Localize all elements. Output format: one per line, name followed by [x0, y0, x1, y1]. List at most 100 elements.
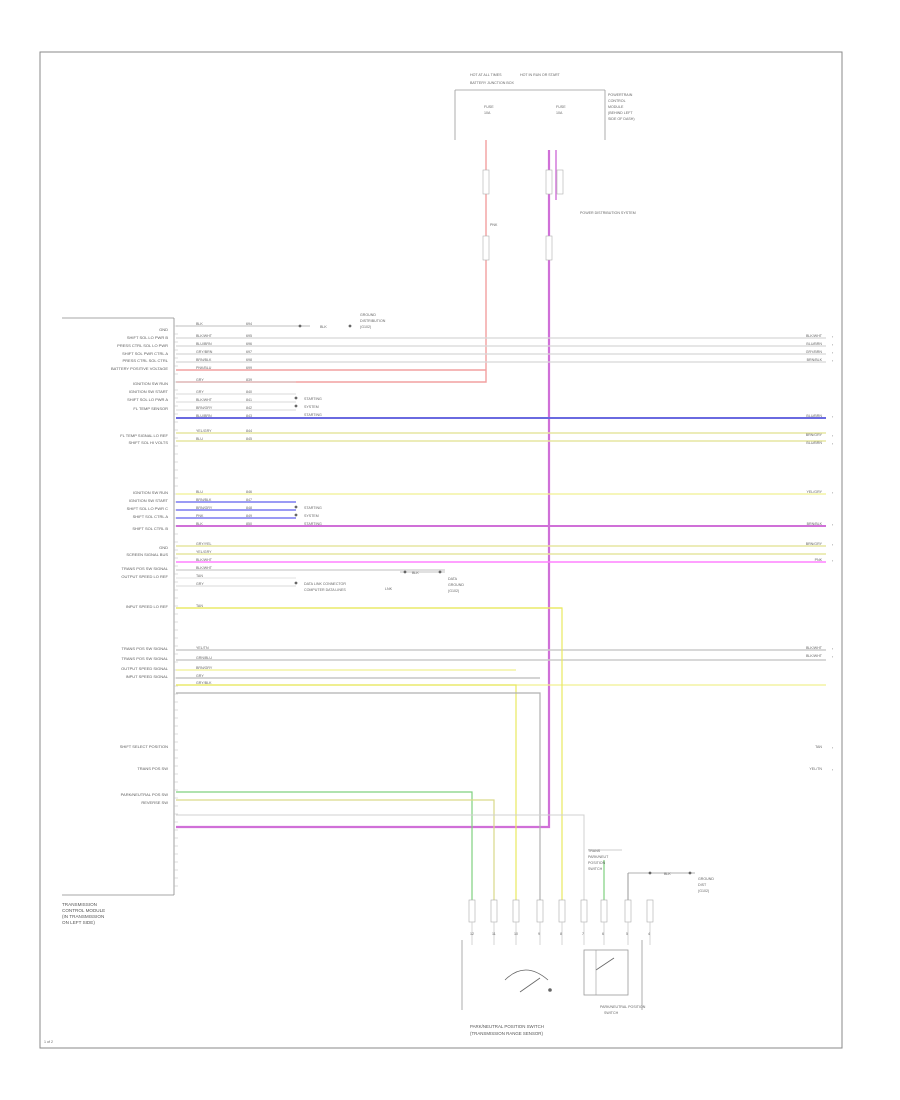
right-wire-label: GRY/BRN [806, 350, 823, 354]
switch-pin-number: 9 [538, 932, 540, 936]
magenta-feed-wire [176, 150, 551, 829]
circuit-number: 842 [246, 406, 252, 410]
continuation-arrow-icon: ‹ [832, 415, 834, 419]
module-label-4: ON LEFT SIDE) [62, 920, 95, 925]
circuit-number: 698 [246, 358, 252, 362]
wire-color-label: BLU/BRN [196, 342, 212, 346]
bottom-caption-2: (TRANSMISSION RANGE SENSOR) [470, 1031, 543, 1036]
right-wire-label: BLK/WHT [806, 654, 823, 658]
module-label-1: TRANSMISSION [62, 902, 97, 907]
wire-color-label: BLU [196, 490, 203, 494]
circuit-number: 695 [246, 334, 252, 338]
data-ground-3: (G102) [448, 589, 459, 593]
right-wire-label: BLU/BRN [806, 414, 822, 418]
pin-label: GND [159, 545, 168, 550]
starting2-3: STARTING [304, 522, 322, 526]
ground-top-2: DISTRIBUTION [360, 319, 386, 323]
continuation-arrow-icon: ‹ [832, 746, 834, 750]
continuation-arrow-icon: ‹ [832, 442, 834, 446]
wire-color-label: GRY/BLK [196, 681, 212, 685]
continuation-arrow-icon: ‹ [832, 491, 834, 495]
circuit-number: 843 [246, 414, 252, 418]
pin-label: TRANS POS SW [137, 766, 168, 771]
pin-label: TRANS POS SW SIGNAL [122, 646, 169, 651]
switch-pin-number: 7 [582, 932, 584, 936]
wire-color-label: GRY [196, 390, 204, 394]
continuation-arrow-icon: ‹ [832, 359, 834, 363]
wire-color-label: BLK/WHT [196, 566, 213, 570]
switch-connector-pin [624, 899, 632, 923]
circuit-number: 696 [246, 342, 252, 346]
wire-color-label: BLK/WHT [196, 558, 213, 562]
switch-pin-number: 10 [514, 932, 518, 936]
continuation-arrow-icon: ‹ [832, 768, 834, 772]
circuit-number: 840 [246, 390, 252, 394]
starting-callout-2: STARTING SYSTEM STARTING [294, 505, 322, 526]
continuation-arrow-icon: ‹ [832, 655, 834, 659]
wire-color-label: GRY [196, 378, 204, 382]
continuation-arrow-icon: ‹ [832, 559, 834, 563]
switch-pin-number: 4 [648, 932, 650, 936]
pin-label: SHIFT SOL CTRL B [132, 526, 168, 531]
starting2-2: SYSTEM [304, 514, 319, 518]
footer-code: 1 of 2 [44, 1040, 53, 1044]
bottom-ground-1: GROUND [698, 877, 714, 881]
pin-label: SHIFT SELECT POSITION [120, 744, 168, 749]
pin-label: BATTERY POSITIVE VOLTAGE [111, 366, 168, 371]
right-wire-label: BRN/GRY [806, 433, 823, 437]
switch-label-1: PARK/NEUTRAL POSITION [600, 1005, 646, 1009]
switch-connector-pin [580, 899, 588, 923]
right-wire-label: BRN/GRY [806, 542, 823, 546]
ground-top-callout: BLK GROUND DISTRIBUTION (G102) [298, 313, 386, 329]
right-wire-label: YEL/TN [809, 767, 822, 771]
pin-label: TRANS POS SW SIGNAL [122, 656, 169, 661]
continuation-arrow-icon: ‹ [832, 343, 834, 347]
pin-label: OUTPUT SPEED LO REF [121, 574, 168, 579]
wire-color-label: BLK/WHT [196, 398, 213, 402]
continuation-arrow-icon: ‹ [832, 543, 834, 547]
pcm-note-4: (BEHIND LEFT [608, 111, 633, 115]
right-wire-label: YEL/GRY [806, 490, 822, 494]
switch-connector-pin [468, 899, 476, 923]
continuation-arrow-icon: ‹ [832, 351, 834, 355]
switch-top-1: TRANS [588, 849, 601, 853]
pin-label: REVERSE SW [141, 800, 168, 805]
switch-top-label: TRANS PARK/NEUT POSITION SWITCH [588, 849, 622, 871]
right-wire-label: BRN/BLK [807, 358, 823, 362]
bottom-ground-callout: BLK GROUND DIST (G102) [648, 871, 714, 893]
pin-label: IGNITION SW RUN [133, 490, 168, 495]
wire-color-label: PNK/BLU [196, 366, 212, 370]
circuit-number: 844 [246, 429, 252, 433]
circuit-number: 850 [246, 522, 252, 526]
lnk-label: LNK [385, 587, 393, 591]
wire-color-label: BRN/GRY [196, 666, 213, 670]
wire-color-label: BRN/BLK [196, 358, 212, 362]
pin-label: SCREEN SIGNAL BUS [126, 552, 168, 557]
right-wire-label: PNK [815, 558, 823, 562]
circuit-number: 839 [246, 378, 252, 382]
pcm-note-5: SIDE OF DASH) [608, 117, 635, 121]
pin-label: SHIFT SOL LO PWR B [127, 335, 168, 340]
bottom-ground-2: DIST [698, 883, 707, 887]
switch-top-3: POSITION [588, 861, 606, 865]
starting1-3: STARTING [304, 413, 322, 417]
wire-color-label: BRN/GRY [196, 406, 213, 410]
switch-connector-pin [646, 899, 654, 923]
wire-color-label: BRN/BLK [196, 498, 212, 502]
continuation-arrow-icon: ‹ [832, 434, 834, 438]
pin-label: INPUT SPEED SIGNAL [126, 674, 169, 679]
pin-label: SHIFT SOL PWR CTRL A [122, 351, 168, 356]
bottom-caption-1: PARK/NEUTRAL POSITION SWITCH [470, 1024, 544, 1029]
continuation-arrow-icon: ‹ [832, 335, 834, 339]
data-link-wire: BLK [412, 571, 419, 575]
top-wire-color: PNK [490, 223, 498, 227]
ground-top-1: GROUND [360, 313, 376, 317]
right-wire-label: BRN/BLK [807, 522, 823, 526]
power-distribution-ref: POWER DISTRIBUTION SYSTEM [580, 211, 636, 215]
pin-label: PARK/NEUTRAL POS SW [121, 792, 169, 797]
circuit-number: 694 [246, 322, 252, 326]
pin-label: SHIFT SOL LO PWR A [127, 397, 168, 402]
